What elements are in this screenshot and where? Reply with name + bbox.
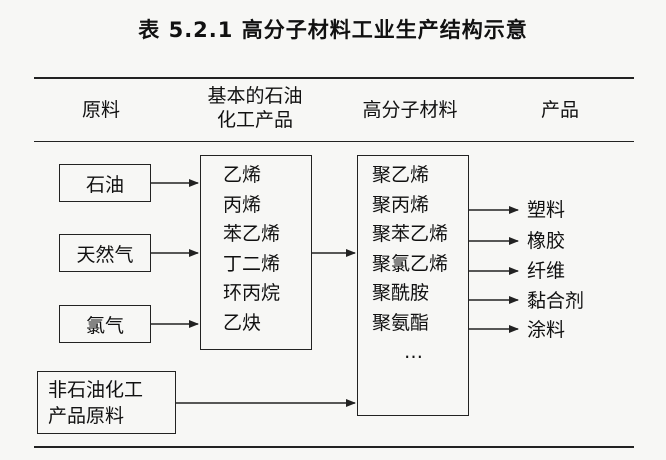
header-rule [34, 141, 634, 142]
header-basic-line2: 化工产品 [216, 109, 293, 131]
basic-product-item: 乙烯 [223, 164, 262, 186]
table-title: 表 5.2.1 高分子材料工业生产结构示意 [138, 18, 528, 42]
basic-product-item: 苯乙烯 [223, 223, 281, 245]
product-plastic: 塑料 [527, 199, 566, 221]
basic-product-item: 环丙烷 [223, 282, 281, 304]
header-basic-line1: 基本的石油 [207, 85, 303, 107]
non-petrochemical-box: 非石油化工 产品原料 [37, 371, 176, 434]
non-petrochemical-line2: 产品原料 [48, 404, 125, 427]
top-rule [34, 77, 634, 79]
basic-petrochemical-box: 乙烯 丙烯 苯乙烯 丁二烯 环丙烷 乙炔 [200, 155, 312, 350]
raw-material-box-petroleum: 石油 [59, 164, 151, 202]
header-raw-materials: 原料 [81, 99, 120, 121]
non-petrochemical-line1: 非石油化工 [48, 378, 144, 401]
raw-material-box-chlorine: 氯气 [59, 305, 151, 343]
polymer-item: 聚氯乙烯 [372, 252, 449, 275]
polymer-item: 聚氨酯 [372, 311, 430, 334]
polymer-ellipsis: … [404, 341, 423, 363]
basic-product-item: 丁二烯 [223, 252, 281, 275]
product-coating: 涂料 [527, 319, 566, 341]
bottom-rule [34, 446, 634, 448]
polymer-materials-box: 聚乙烯 聚丙烯 聚苯乙烯 聚氯乙烯 聚酰胺 聚氨酯 … [357, 155, 469, 416]
basic-product-item: 丙烯 [223, 193, 262, 216]
header-products: 产品 [540, 99, 579, 121]
polymer-item: 聚乙烯 [372, 164, 430, 186]
polymer-item: 聚酰胺 [372, 282, 430, 304]
raw-material-box-natural-gas: 天然气 [59, 234, 151, 272]
product-fiber: 纤维 [527, 260, 566, 282]
basic-product-item: 乙炔 [223, 311, 262, 334]
product-adhesive: 黏合剂 [527, 290, 585, 312]
header-basic-products: 基本的石油 化工产品 [190, 84, 320, 132]
polymer-item: 聚丙烯 [372, 193, 430, 216]
product-rubber: 橡胶 [527, 230, 566, 252]
polymer-item: 聚苯乙烯 [372, 223, 449, 245]
header-polymer-materials: 高分子材料 [362, 99, 458, 121]
